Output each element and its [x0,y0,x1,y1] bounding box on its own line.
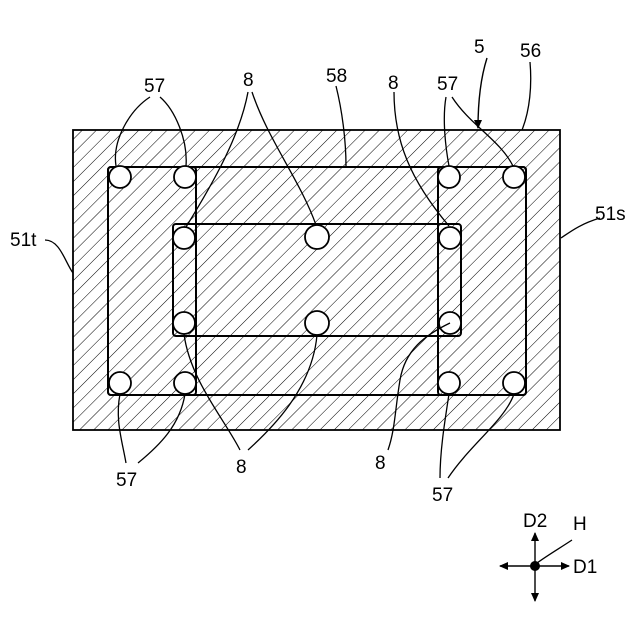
hole-8-center-top [305,225,329,249]
base-plate [73,130,560,430]
label-8-top-left: 8 [243,70,254,91]
hole-57-tr-b [503,166,525,188]
hole-57-br-b [503,372,525,394]
hole-57-bl-b [174,372,196,394]
hole-8-l-top [173,227,195,249]
hole-57-tr-a [438,166,460,188]
hole-8-r-top [439,227,461,249]
label-51t: 51t [10,230,37,251]
label-57-bottom-right: 57 [432,485,453,506]
label-57-top-left: 57 [144,76,165,97]
direction-indicator [500,533,572,601]
hole-8-l-bottom [173,312,195,334]
label-8-top-right: 8 [388,73,399,94]
hole-8-center-bottom [305,311,329,335]
label-8-bottom-left: 8 [236,457,247,478]
label-57-bottom-left: 57 [116,470,137,491]
axis-label-d1: D1 [573,557,597,578]
axis-label-h: H [573,514,587,535]
hole-57-bl-a [109,372,131,394]
label-56: 56 [520,41,541,62]
label-8-bottom-right: 8 [375,453,386,474]
hole-57-tl-b [174,166,196,188]
label-5: 5 [474,37,485,58]
axis-label-d2: D2 [523,511,547,532]
label-58: 58 [326,66,347,87]
label-57-top-right: 57 [437,74,458,95]
hole-57-tl-a [109,166,131,188]
hole-57-br-a [438,372,460,394]
label-51s: 51s [595,204,626,225]
